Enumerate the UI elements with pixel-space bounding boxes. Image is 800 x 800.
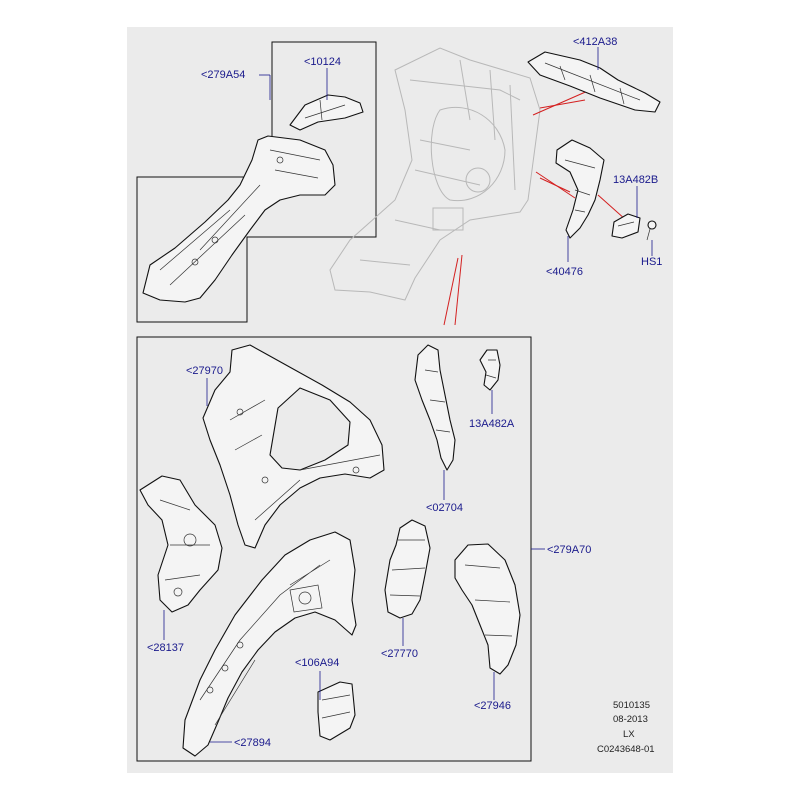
part-13A482A xyxy=(479,349,501,391)
footer-code: 5010135 xyxy=(613,700,650,711)
part-13A482B xyxy=(611,213,641,239)
footer-model: LX xyxy=(623,729,635,740)
part-02704 xyxy=(414,344,456,471)
footer-date: 08-2013 xyxy=(613,714,648,725)
part-27894 xyxy=(182,531,357,757)
callout-27770: <27770 xyxy=(381,648,419,660)
part-106A94 xyxy=(317,681,356,741)
callout-13A482B: 13A482B xyxy=(613,174,659,186)
callout-27970: <27970 xyxy=(186,365,224,377)
part-27770 xyxy=(384,519,431,619)
callout-02704: <02704 xyxy=(426,502,464,514)
callout-106A94: <106A94 xyxy=(295,657,340,669)
part-27946 xyxy=(454,543,521,675)
callout-27946: <27946 xyxy=(474,700,512,712)
callout-13A482A: 13A482A xyxy=(469,418,515,430)
part-40476 xyxy=(555,139,605,239)
ghost-body-assembly xyxy=(329,47,541,301)
callout-27894: <27894 xyxy=(234,737,272,749)
part-28137 xyxy=(139,475,223,613)
red-pointer-lines xyxy=(443,89,627,326)
callout-412A38: <412A38 xyxy=(573,36,618,48)
part-10124 xyxy=(289,94,364,131)
part-HS1 xyxy=(646,220,657,241)
part-27970 xyxy=(202,344,385,549)
callout-279A54: <279A54 xyxy=(201,69,246,81)
callout-10124: <10124 xyxy=(304,56,342,68)
footer-ref: C0243648-01 xyxy=(597,744,655,755)
callout-HS1: HS1 xyxy=(641,256,663,268)
group-frame-upper xyxy=(136,41,377,323)
callout-28137: <28137 xyxy=(147,642,185,654)
part-279A54 xyxy=(142,135,336,303)
callout-40476: <40476 xyxy=(546,266,584,278)
leader-lines xyxy=(163,47,653,743)
part-412A38 xyxy=(527,51,661,113)
callout-279A70: <279A70 xyxy=(547,544,592,556)
